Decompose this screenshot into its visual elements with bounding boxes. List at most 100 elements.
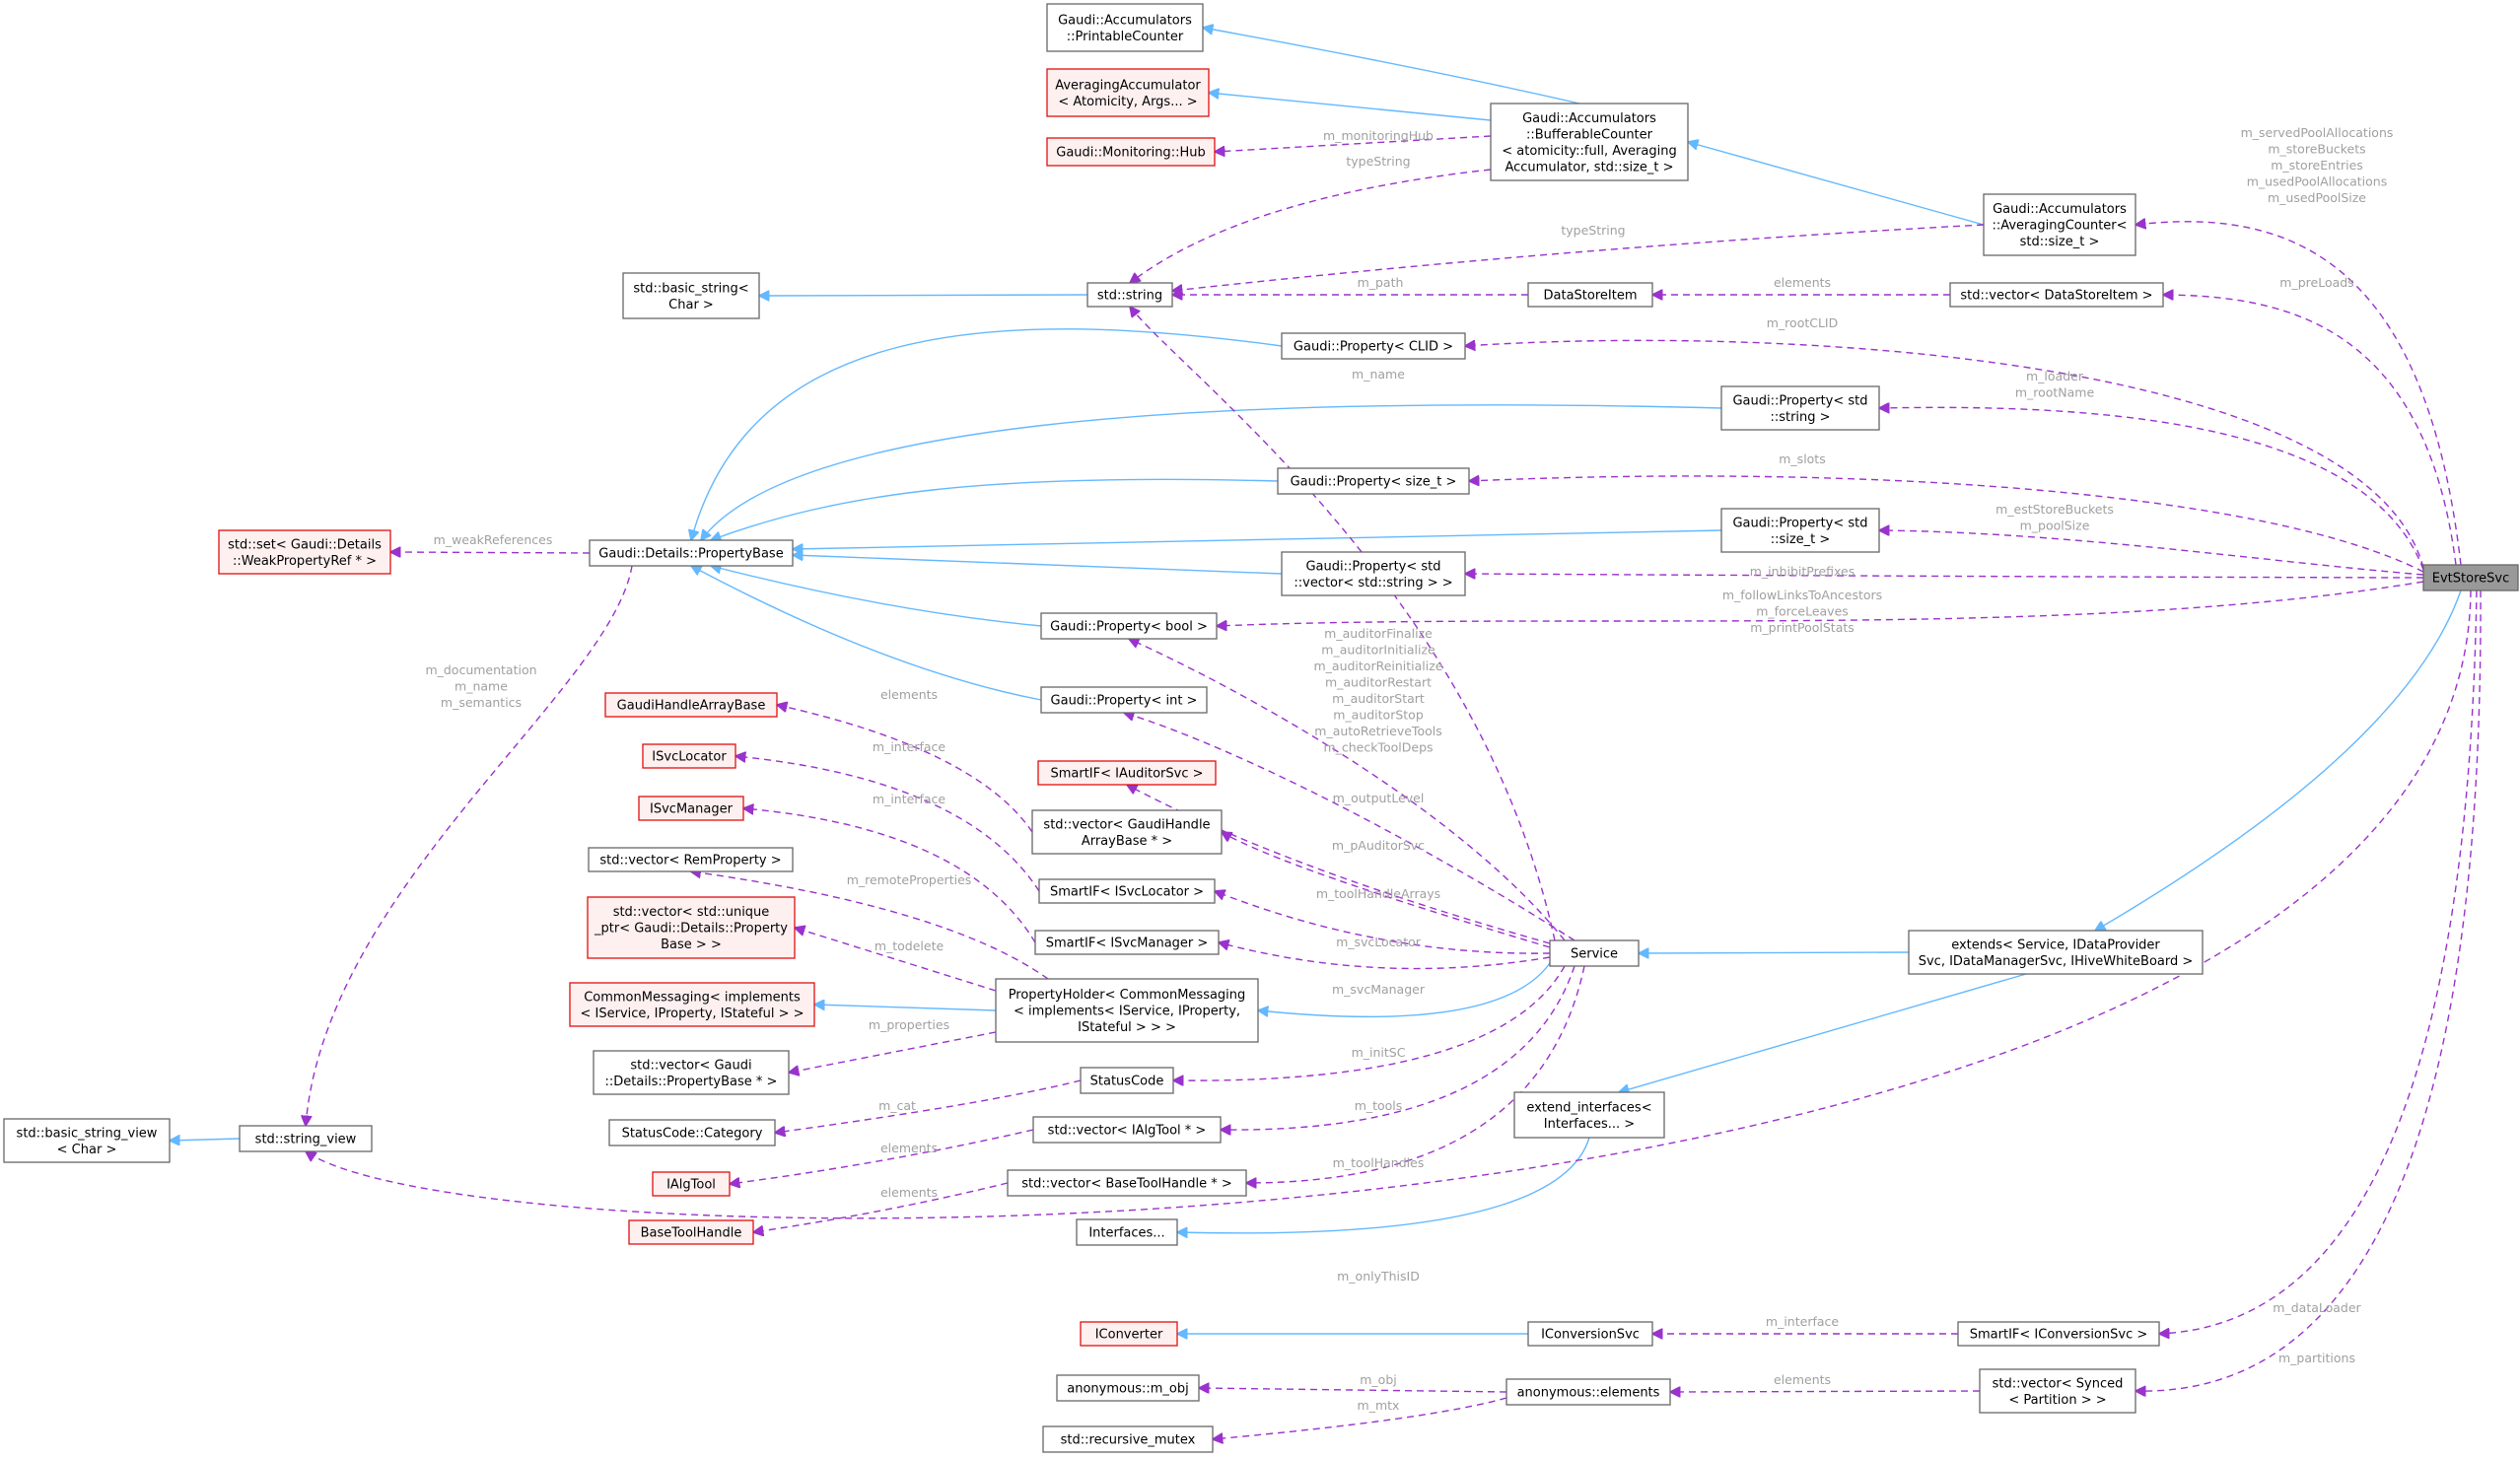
edge-label: m_name xyxy=(1352,367,1405,382)
edge-label: m_toolHandles xyxy=(1333,1155,1425,1170)
node-service[interactable]: Service xyxy=(1549,939,1640,967)
edge-line xyxy=(1639,952,1910,953)
node-smartif-isvclocator[interactable]: SmartIF< ISvcLocator > xyxy=(1038,878,1216,904)
edge-label: m_storeBuckets xyxy=(2268,142,2365,157)
edge-line xyxy=(1130,307,1556,941)
node-iconversionsvc[interactable]: IConversionSvc xyxy=(1527,1321,1653,1347)
node-recursive-mutex[interactable]: std::recursive_mutex xyxy=(1042,1425,1214,1453)
node-label: Gaudi::Property< CLID > xyxy=(1294,340,1453,355)
edge-label: m_initSC xyxy=(1352,1045,1406,1060)
node-set-weakref[interactable]: std::set< Gaudi::Details::WeakPropertyRe… xyxy=(218,529,391,575)
edge-line xyxy=(390,552,591,553)
node-label: SmartIF< ISvcManager > xyxy=(1046,937,1209,951)
edge-label: m_semantics xyxy=(441,695,522,710)
node-vec-propertybase[interactable]: std::vector< Gaudi::Details::PropertyBas… xyxy=(593,1050,790,1095)
node-box xyxy=(1720,508,1880,553)
node-vec-remproperty[interactable]: std::vector< RemProperty > xyxy=(588,847,794,872)
node-basetoolhandle[interactable]: BaseToolHandle xyxy=(628,1219,754,1245)
node-box xyxy=(1080,1321,1178,1347)
node-smartif-isvcmanager[interactable]: SmartIF< ISvcManager > xyxy=(1034,930,1220,955)
node-box xyxy=(1080,1067,1174,1094)
node-label: extend_interfaces< xyxy=(1526,1100,1651,1115)
node-label: std::vector< Synced xyxy=(1993,1376,2124,1391)
node-label: extends< Service, IDataProvider xyxy=(1951,937,2160,952)
node-iconverter[interactable]: IConverter xyxy=(1080,1321,1178,1347)
node-averagingcounter[interactable]: Gaudi::Accumulators::AveragingCounter<st… xyxy=(1983,193,2136,256)
node-prop-string[interactable]: Gaudi::Property< std::string > xyxy=(1720,385,1880,431)
edge-EvtStoreSvc-to-Prop_string xyxy=(1879,407,2424,571)
node-vec-datastoreitem[interactable]: std::vector< DataStoreItem > xyxy=(1949,282,2164,308)
node-label: std::basic_string< xyxy=(633,281,748,296)
edge-label: m_interface xyxy=(873,739,945,754)
node-ialgtool[interactable]: IAlgTool xyxy=(652,1171,731,1197)
edge-line xyxy=(1172,224,1985,291)
edge-SmartIF_ISvcManager-to-ISvcManager xyxy=(743,808,1036,943)
node-propertyholder[interactable]: PropertyHolder< CommonMessaging< impleme… xyxy=(995,978,1259,1043)
node-label: ::vector< std::string > > xyxy=(1294,576,1452,590)
node-datastoreitem[interactable]: DataStoreItem xyxy=(1527,282,1653,308)
node-vec-synced[interactable]: std::vector< Synced< Partition > > xyxy=(1979,1368,2136,1414)
node-label: < IService, IProperty, IStateful > > xyxy=(581,1007,805,1021)
node-box xyxy=(1720,385,1880,431)
edge-Service-to-std_string xyxy=(1130,307,1556,941)
edge-vec_IAlgTool-to-IAlgTool xyxy=(730,1129,1034,1184)
node-statuscode[interactable]: StatusCode xyxy=(1080,1067,1174,1094)
edge-label: m_outputLevel xyxy=(1333,791,1425,805)
edge-std_string-to-basic_string xyxy=(759,295,1088,296)
edge-EvtStoreSvc-to-vec_Synced xyxy=(2135,590,2482,1391)
node-prop-bool[interactable]: Gaudi::Property< bool > xyxy=(1040,612,1218,640)
node-prop-vec-string[interactable]: Gaudi::Property< std::vector< std::strin… xyxy=(1281,551,1466,596)
node-isvcmanager[interactable]: ISvcManager xyxy=(638,796,744,821)
node-string-view[interactable]: std::string_view xyxy=(239,1125,373,1152)
node-extend-interfaces[interactable]: extend_interfaces<Interfaces... > xyxy=(1513,1091,1665,1139)
edge-label: m_svcManager xyxy=(1332,982,1426,997)
node-std-string[interactable]: std::string xyxy=(1086,282,1173,308)
node-prop-size-t[interactable]: Gaudi::Property< size_t > xyxy=(1277,467,1470,495)
node-vec-gaudihandlearraybase[interactable]: std::vector< GaudiHandleArrayBase * > xyxy=(1031,809,1223,855)
edge-line xyxy=(2135,590,2482,1391)
node-interfaces[interactable]: Interfaces... xyxy=(1076,1218,1178,1246)
edge-line xyxy=(730,1129,1034,1184)
node-prop-clid[interactable]: Gaudi::Property< CLID > xyxy=(1281,332,1466,360)
node-printablecounter[interactable]: Gaudi::Accumulators::PrintableCounter xyxy=(1046,3,1204,52)
node-isvclocator[interactable]: ISvcLocator xyxy=(642,743,736,769)
edge-line xyxy=(1222,832,1551,948)
edge-label: m_auditorStart xyxy=(1332,691,1425,706)
edge-Service-to-StatusCode xyxy=(1173,965,1566,1080)
node-commonmessaging[interactable]: CommonMessaging< implements< IService, I… xyxy=(569,982,815,1027)
node-anon-elements[interactable]: anonymous::elements xyxy=(1505,1378,1671,1406)
node-label: std::vector< RemProperty > xyxy=(599,854,781,868)
node-prop-std-size-t[interactable]: Gaudi::Property< std::size_t > xyxy=(1720,508,1880,553)
node-box xyxy=(1281,551,1466,596)
node-basic-string-view[interactable]: std::basic_string_view< Char > xyxy=(3,1118,171,1163)
node-gaudihandlearraybase[interactable]: GaudiHandleArrayBase xyxy=(604,692,778,718)
edge-Service-to-vec_BaseToolHandle xyxy=(1246,965,1585,1183)
node-bufferablecounter[interactable]: Gaudi::Accumulators::BufferableCounter< … xyxy=(1490,103,1689,181)
node-vec-ialgtool[interactable]: std::vector< IAlgTool * > xyxy=(1032,1116,1222,1144)
node-vec-unique-ptr[interactable]: std::vector< std::unique_ptr< Gaudi::Det… xyxy=(587,896,796,959)
node-basic-string[interactable]: std::basic_string<Char > xyxy=(622,272,760,319)
node-vec-basetoolhandle[interactable]: std::vector< BaseToolHandle * > xyxy=(1007,1169,1247,1197)
edge-label: m_obj xyxy=(1360,1372,1396,1387)
node-averagingaccumulator[interactable]: AveragingAccumulator< Atomicity, Args...… xyxy=(1046,68,1210,117)
edge-EvtStoreSvc-to-Prop_CLID xyxy=(1465,339,2424,569)
edge-AveragingCounter-to-std_string xyxy=(1172,224,1985,291)
edge-label: m_auditorFinalize xyxy=(1324,626,1433,641)
node-anon-m-obj[interactable]: anonymous::m_obj xyxy=(1056,1374,1200,1402)
edge-label: m_pAuditorSvc xyxy=(1332,838,1425,853)
node-smartif-iconversionsvc[interactable]: SmartIF< IConversionSvc > xyxy=(1957,1321,2160,1347)
node-label: Gaudi::Property< std xyxy=(1732,393,1867,408)
node-label: std::vector< DataStoreItem > xyxy=(1960,289,2152,304)
edge-line xyxy=(1129,639,1566,941)
node-propertybase[interactable]: Gaudi::Details::PropertyBase xyxy=(589,539,794,567)
node-smartif-iauditorsvc[interactable]: SmartIF< IAuditorSvc > xyxy=(1037,760,1217,786)
node-monitoringhub[interactable]: Gaudi::Monitoring::Hub xyxy=(1046,137,1216,167)
node-statuscode-category[interactable]: StatusCode::Category xyxy=(608,1119,776,1146)
node-prop-int[interactable]: Gaudi::Property< int > xyxy=(1040,686,1208,714)
node-evtstoresvc[interactable]: EvtStoreSvc xyxy=(2422,564,2519,591)
node-label: anonymous::elements xyxy=(1517,1386,1660,1401)
edge-BufferableCounter-to-PrintableCounter xyxy=(1203,28,1580,104)
node-label: < Partition > > xyxy=(2008,1393,2106,1408)
